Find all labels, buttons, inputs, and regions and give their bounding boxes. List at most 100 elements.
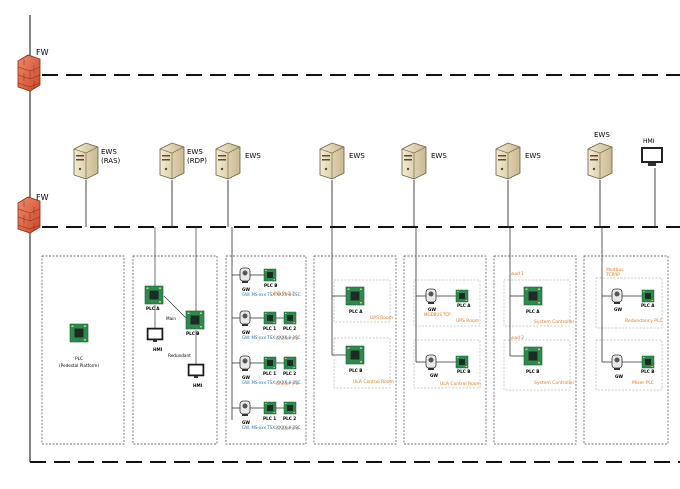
monitor-icon [187, 363, 205, 379]
plc-icon [641, 355, 655, 369]
plc-icon [263, 401, 277, 415]
plc-label: PLC [75, 356, 83, 361]
zone-caption: Lead 1 [509, 272, 525, 277]
plc-icon [345, 345, 365, 365]
zone-caption: Chiller #2 [276, 337, 299, 342]
server-icon [495, 142, 521, 180]
plc-label: PLC 2 [283, 371, 297, 376]
zone-caption: Lead 2 [509, 336, 525, 341]
plc-label: PLC A [146, 306, 160, 311]
plc-label: PLC A [526, 309, 540, 314]
zone-caption: Chiller #3 [276, 382, 299, 387]
zone-caption: ULA Control Room [353, 380, 394, 385]
gateway-label: GW [242, 375, 251, 380]
plc-icon [263, 268, 277, 282]
sub-zone-boxes [333, 277, 663, 391]
server-icon [73, 142, 99, 180]
gateway-icon [239, 267, 251, 284]
gateway-icon [611, 288, 623, 305]
plc-label: PLC A [457, 303, 471, 308]
gateway-icon [239, 400, 251, 417]
gateway-model-label: GW: MS-xxx TSX:XXXX-8-2SC [242, 380, 301, 385]
gateway-model-label: GW: MS-xxx TSX:XXXX-8-2SC [242, 292, 301, 297]
gateway-links [231, 227, 284, 420]
zone-caption: Mixer PLC [632, 381, 655, 386]
gateway-label: GW [614, 307, 623, 312]
plc-label: PLC 2 [283, 326, 297, 331]
plc-icon [283, 356, 297, 370]
zone-caption: ULA Control Room [440, 382, 481, 387]
workstation-label: EWS [594, 131, 610, 139]
server-icon [215, 142, 241, 180]
zone-boxes [41, 255, 669, 445]
plc-label: PLC 2 [283, 416, 297, 421]
monitor-icon [146, 327, 164, 343]
gateway-model-label: GW: MS-xxx TSX:XXXX-8-2SC [242, 425, 301, 430]
workstation-label: EWS [431, 152, 447, 160]
server-icon [159, 142, 185, 180]
ups-links [331, 227, 346, 356]
plc-sub-label: (Pedestal Platform) [59, 363, 99, 368]
plc-icon [523, 286, 543, 306]
plc-icon [455, 355, 469, 369]
zone-caption: System Controller [534, 381, 575, 386]
plc-label: PLC B [457, 369, 471, 374]
plc-icon [263, 311, 277, 325]
zone-caption: UPS Room [456, 319, 480, 324]
gateway-model-label: GW: MS-xxx TSX:XXXX-8-2SC [242, 335, 301, 340]
workstation-label: EWS(RAS) [101, 148, 121, 165]
hmi-monitor-icon [641, 147, 663, 166]
plc-icon [69, 323, 89, 343]
redundant-label: Redundant [168, 353, 191, 358]
plc-label: PLC A [641, 303, 655, 308]
zone-caption: Modbus [606, 268, 624, 273]
server-icon [587, 142, 613, 180]
workstation-links [85, 168, 656, 227]
plc-icon [641, 289, 655, 303]
main-label: Main [166, 316, 176, 321]
gateway-label: GW [242, 287, 251, 292]
server-icon [319, 142, 345, 180]
plc-icon [283, 311, 297, 325]
server-icon [401, 142, 427, 180]
plc-icon [345, 286, 365, 306]
firewall-icon [17, 196, 41, 234]
plc-label: PLC 1 [263, 416, 277, 421]
zone-caption: TCP/IP [606, 273, 620, 278]
gateway-label: GW [428, 307, 437, 312]
workstation-label: EWS [525, 152, 541, 160]
hmi-label: HMI [193, 383, 203, 388]
gateway-label: GW [242, 330, 251, 335]
plc-label: PLC A [349, 309, 363, 314]
plc-label: PLC B [264, 283, 278, 288]
zone-caption: System Controller [534, 320, 575, 325]
gateway-icon [239, 355, 251, 372]
firewall-label: FW [36, 48, 49, 57]
zone-caption: UPS Room [370, 316, 394, 321]
workstation-label: EWS(RDP) [187, 148, 207, 165]
plc-icon [523, 346, 543, 366]
gateway-label: GW [615, 374, 624, 379]
firewall-label: FW [36, 193, 49, 202]
protocol-label: MODBUS TCP [424, 312, 451, 317]
zone-caption: M2 PLC 3 [274, 292, 295, 297]
plc-icon [144, 285, 164, 305]
plc-label: PLC B [349, 368, 363, 373]
gateway-icon [425, 354, 437, 371]
workstation-label: EWS [349, 152, 365, 160]
plc-label: PLC 1 [263, 326, 277, 331]
modbus-links [415, 227, 456, 363]
gateway-label: GW [430, 373, 439, 378]
hmi-label: HMI [153, 347, 163, 352]
zone-caption: Redundancy PLC [625, 319, 663, 324]
plc-label: PLC B [641, 369, 655, 374]
gateway-icon [611, 354, 623, 371]
plc-icon [283, 401, 297, 415]
plc-icon [455, 289, 469, 303]
modbus2-links [601, 227, 642, 363]
plc-icon [185, 310, 205, 330]
redundant-links [154, 227, 197, 364]
plc-label: PLC 1 [263, 371, 277, 376]
plc-icon [263, 356, 277, 370]
